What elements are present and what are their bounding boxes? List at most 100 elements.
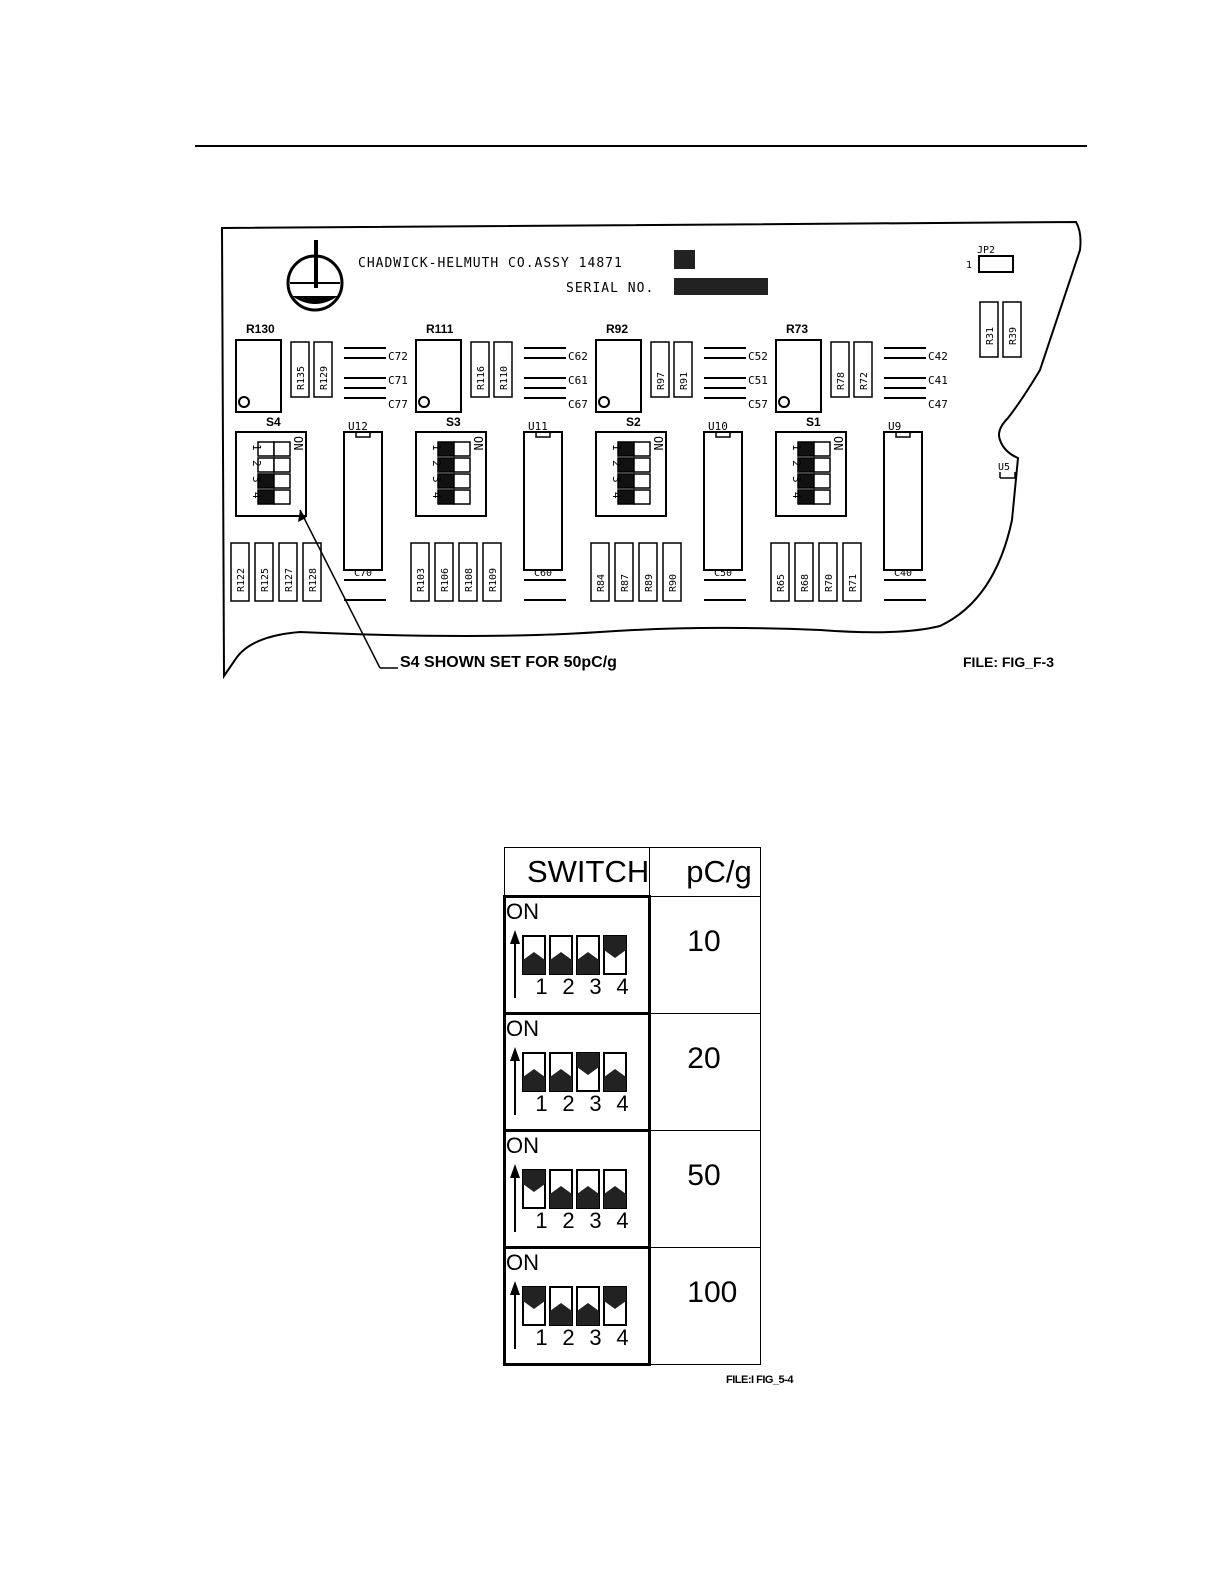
capacitor-label: C72 (388, 350, 408, 363)
resistor (662, 542, 682, 602)
resistor-label: R78 (836, 372, 847, 390)
resistor (794, 542, 814, 602)
dip-on-label: ON (831, 436, 845, 450)
capacitor (704, 579, 746, 601)
chip-label: U10 (708, 420, 728, 433)
switch-number: 3 (589, 974, 602, 999)
switch-knob-off (577, 1303, 599, 1325)
resistor (470, 341, 490, 398)
dip-number: 4 (790, 492, 803, 499)
jp2-label: JP2 (977, 245, 995, 256)
serial-redaction (674, 278, 768, 295)
dip-number: 4 (610, 492, 623, 499)
resistor-label: R72 (859, 372, 870, 390)
resistor (302, 542, 322, 602)
trimmer-screw (238, 396, 250, 408)
ic-chip (703, 431, 743, 571)
capacitor-label: C67 (568, 398, 588, 411)
dip-number: 2 (610, 460, 623, 467)
dip-on-label: ON (291, 436, 305, 450)
resistor (590, 542, 610, 602)
dip-number: 2 (430, 460, 443, 467)
resistor-label: R70 (824, 574, 835, 592)
resistor-r39 (1002, 301, 1022, 358)
resistor (434, 542, 454, 602)
switch-knob-on (523, 1287, 545, 1309)
trimmer-label: R92 (606, 322, 628, 336)
switch-number: 4 (616, 1325, 629, 1350)
switch-knob-off (604, 1186, 626, 1208)
resistor-label: R125 (260, 568, 271, 592)
dip-switch-diagram (510, 1281, 627, 1349)
capacitor-label: C62 (568, 350, 588, 363)
dip-switch-diagram (510, 1047, 627, 1115)
resistor (313, 341, 333, 398)
capacitor-label: C70 (354, 568, 372, 579)
dip-switch-label: S3 (446, 415, 461, 429)
u5-label: U5 (998, 462, 1010, 473)
resistor-label: R84 (596, 574, 607, 592)
dip-number: 1 (250, 444, 263, 451)
on-label: ON (506, 1016, 539, 1041)
u5-outline (999, 472, 1016, 479)
board-file-label: FILE: FIG_F-3 (963, 654, 1054, 670)
switch-knob-off (604, 1069, 626, 1091)
dip-number: 3 (430, 476, 443, 483)
dip-switch-label: S1 (806, 415, 821, 429)
trimmer-pot (235, 339, 282, 413)
dip-on-label: ON (651, 436, 665, 450)
resistor (614, 542, 634, 602)
resistor-label: R128 (308, 568, 319, 592)
resistor (458, 542, 478, 602)
trimmer-screw (418, 396, 430, 408)
switch-number: 4 (616, 974, 629, 999)
board-outline (220, 220, 1082, 680)
dip-number: 2 (790, 460, 803, 467)
capacitor-label: C60 (534, 568, 552, 579)
resistor-label: R110 (499, 366, 510, 390)
chip-label: U12 (348, 420, 368, 433)
table-file-label: FILE:I FIG_5-4 (726, 1374, 793, 1386)
capacitor-stack (884, 347, 926, 399)
resistor (230, 542, 250, 602)
pointer-arrowhead (298, 510, 306, 522)
resistor-label: R108 (464, 568, 475, 592)
resistor (290, 341, 310, 398)
assy-redaction (674, 250, 695, 269)
jp2-pin-label: 1 (966, 260, 972, 271)
capacitor-label: C77 (388, 398, 408, 411)
switch-column-header: SWITCH (503, 847, 651, 897)
ic-chip (523, 431, 563, 571)
resistor-label: R89 (644, 574, 655, 592)
trimmer-label: R73 (786, 322, 808, 336)
resistor-label: R91 (679, 372, 690, 390)
switch-number: 2 (562, 1325, 575, 1350)
resistor-label: R87 (620, 574, 631, 592)
ic-chip (883, 431, 923, 571)
pcg-value: 10 (649, 896, 761, 1014)
chip-notch (895, 431, 911, 438)
capacitor-label: C71 (388, 374, 408, 387)
switch-knob-on (523, 1170, 545, 1192)
switch-number: 1 (535, 1091, 548, 1116)
pointer-line (299, 509, 398, 669)
on-label: ON (506, 1133, 539, 1158)
switch-knob-off (523, 952, 545, 974)
trimmer-pot (595, 339, 642, 413)
resistor-label: R31 (985, 327, 996, 345)
resistor-label: R90 (668, 574, 679, 592)
